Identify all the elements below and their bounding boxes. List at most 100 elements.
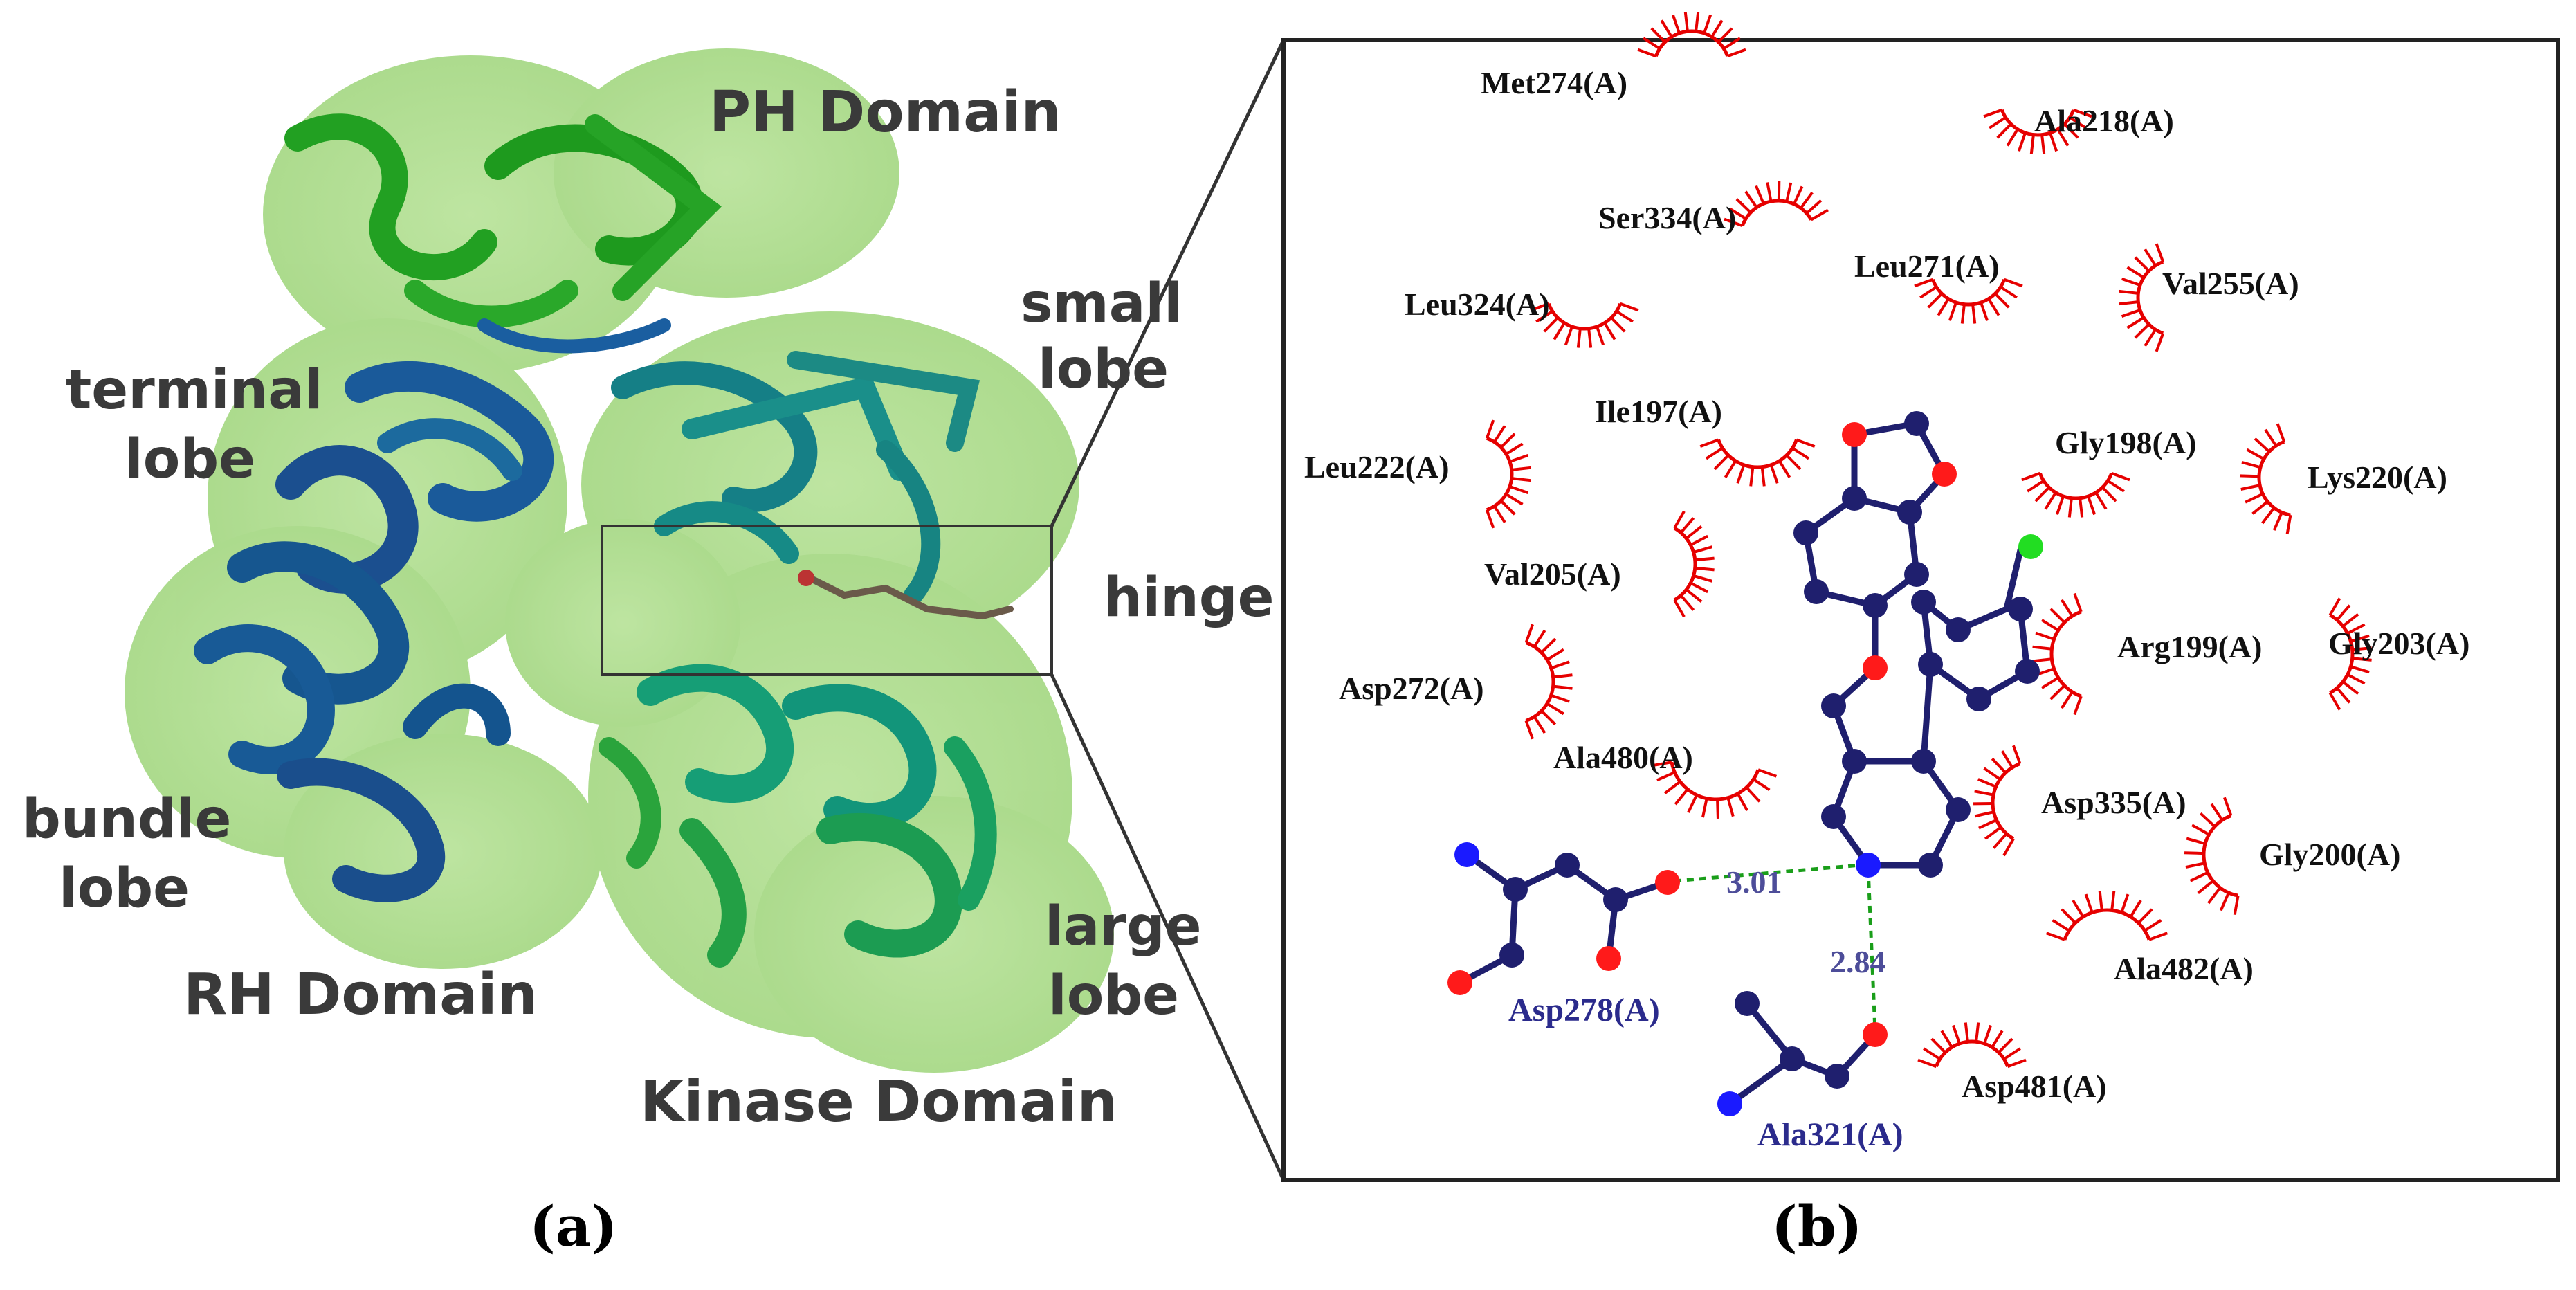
atom bbox=[1655, 870, 1680, 895]
residue-label: Ser334(A) bbox=[1598, 200, 1736, 235]
rh-domain-ribbons bbox=[194, 361, 554, 902]
large-lobe-label: large bbox=[1045, 896, 1202, 958]
hydrophobic-arc bbox=[2021, 471, 2130, 518]
atom bbox=[1555, 853, 1580, 878]
atom bbox=[1966, 687, 1991, 711]
hydrophobic-arc bbox=[1673, 510, 1715, 618]
hydrophobic-arc bbox=[2328, 597, 2372, 711]
residue-label: Gly200(A) bbox=[2259, 837, 2400, 872]
atom bbox=[2015, 659, 2040, 684]
residue-label: Asp335(A) bbox=[2041, 785, 2186, 820]
terminal-lobe-label: terminal bbox=[66, 359, 323, 421]
large-lobe-label-2: lobe bbox=[1048, 965, 1179, 1027]
hbond-distance-label: 3.01 bbox=[1726, 864, 1782, 900]
hydrophobic-arc bbox=[1524, 624, 1573, 740]
hbond-residue-label: Asp278(A) bbox=[1508, 992, 1660, 1028]
hbond-residue-label: Ala321(A) bbox=[1757, 1116, 1903, 1153]
atom bbox=[1904, 562, 1929, 587]
residue-label: Ala482(A) bbox=[2114, 951, 2254, 986]
atom bbox=[2008, 597, 2033, 621]
atom bbox=[1596, 946, 1621, 971]
large-lobe-ribbons bbox=[599, 664, 997, 968]
hydrophobic-arc bbox=[1914, 278, 2023, 324]
hydrogen-bonds bbox=[1674, 863, 1877, 1032]
atom bbox=[1863, 593, 1888, 618]
residue-label: Asp481(A) bbox=[1962, 1069, 2107, 1104]
atom bbox=[1821, 804, 1846, 829]
ph-domain-ribbons bbox=[284, 113, 722, 354]
rh-domain-label: RH Domain bbox=[183, 962, 538, 1028]
atom bbox=[1842, 749, 1867, 774]
residue-label: Asp272(A) bbox=[1339, 671, 1484, 706]
atom bbox=[1946, 617, 1971, 642]
hydrophobic-arc bbox=[1983, 108, 2092, 154]
hydrophobic-arc bbox=[1724, 181, 1829, 228]
atom bbox=[1856, 853, 1881, 878]
hydrophobic-arc bbox=[1652, 761, 1778, 819]
residue-label: Gly198(A) bbox=[2055, 425, 2196, 460]
residue-label: Leu324(A) bbox=[1405, 287, 1550, 322]
kinase-domain-label: Kinase Domain bbox=[640, 1069, 1117, 1135]
atom bbox=[1821, 693, 1846, 718]
small-lobe-ribbons bbox=[611, 351, 980, 605]
residue-label: Leu222(A) bbox=[1304, 449, 1450, 484]
residue-label: Val205(A) bbox=[1484, 556, 1621, 592]
atom bbox=[1499, 943, 1524, 968]
atom bbox=[1863, 655, 1888, 680]
residue-label: Lys220(A) bbox=[2308, 460, 2447, 495]
hinge-label: hinge bbox=[1104, 567, 1275, 629]
atom bbox=[1946, 797, 1971, 822]
atom bbox=[1842, 422, 1867, 447]
hydrophobic-arc bbox=[1973, 745, 2022, 857]
zoom-connector-top bbox=[1050, 39, 1286, 527]
atom bbox=[1904, 411, 1929, 436]
atom bbox=[1825, 1064, 1849, 1089]
atom bbox=[1603, 887, 1628, 912]
hydrophobic-contacts bbox=[1485, 12, 2372, 1069]
zoom-connector-bottom bbox=[1050, 673, 1286, 1181]
protein-structure bbox=[125, 48, 1114, 1073]
terminal-lobe-label-2: lobe bbox=[125, 428, 255, 491]
bundle-lobe-label: bundle bbox=[22, 788, 231, 851]
hydrophobic-arc bbox=[2045, 891, 2168, 941]
small-lobe-label-2: lobe bbox=[1038, 338, 1169, 401]
atom bbox=[1911, 749, 1936, 774]
hydrophobic-arc bbox=[2239, 423, 2292, 535]
residue-label: Ile197(A) bbox=[1595, 394, 1722, 429]
residue-label: Leu271(A) bbox=[1854, 248, 2000, 284]
atom bbox=[1932, 462, 1957, 487]
residue-label: Gly203(A) bbox=[2328, 626, 2469, 661]
atom bbox=[1863, 1022, 1888, 1047]
binding-pocket-box bbox=[601, 525, 1053, 676]
atom bbox=[1454, 842, 1479, 867]
atom bbox=[1735, 991, 1760, 1016]
atom bbox=[2018, 534, 2043, 559]
atom bbox=[1897, 500, 1922, 525]
ligand-atoms bbox=[1447, 411, 2043, 1116]
hydrophobic-arc bbox=[2119, 243, 2165, 352]
residue-label: Val255(A) bbox=[2162, 266, 2299, 301]
domain-labels: PH Domain small lobe terminal lobe hinge… bbox=[22, 80, 1275, 1135]
hydrophobic-arc bbox=[1530, 302, 1639, 348]
atom bbox=[1447, 970, 1472, 995]
atom bbox=[1793, 520, 1818, 545]
hbond-distance-label: 2.84 bbox=[1830, 944, 1886, 979]
residue-label: Ala480(A) bbox=[1553, 740, 1693, 775]
ligand-in-pocket bbox=[798, 570, 1014, 620]
panel-b-label: (b) bbox=[1771, 1194, 1863, 1259]
atom bbox=[1918, 652, 1943, 677]
hydrophobic-arc bbox=[2032, 592, 2083, 716]
hydrophobic-residue-labels: Met274(A) Ala218(A) Ser334(A) Leu271(A) … bbox=[1304, 65, 2469, 1104]
ph-domain-label: PH Domain bbox=[709, 80, 1061, 145]
atom bbox=[1780, 1046, 1805, 1071]
atom bbox=[1717, 1091, 1742, 1116]
panel-a-label: (a) bbox=[529, 1194, 618, 1259]
hydrophobic-arc bbox=[1637, 12, 1746, 58]
atom bbox=[1918, 853, 1943, 878]
hydrophobic-arc bbox=[2184, 797, 2240, 916]
residue-label: Ala218(A) bbox=[2034, 103, 2174, 138]
residue-label: Arg199(A) bbox=[2117, 629, 2263, 664]
hydrophobic-arc bbox=[1699, 438, 1816, 487]
residue-label: Met274(A) bbox=[1481, 65, 1627, 100]
